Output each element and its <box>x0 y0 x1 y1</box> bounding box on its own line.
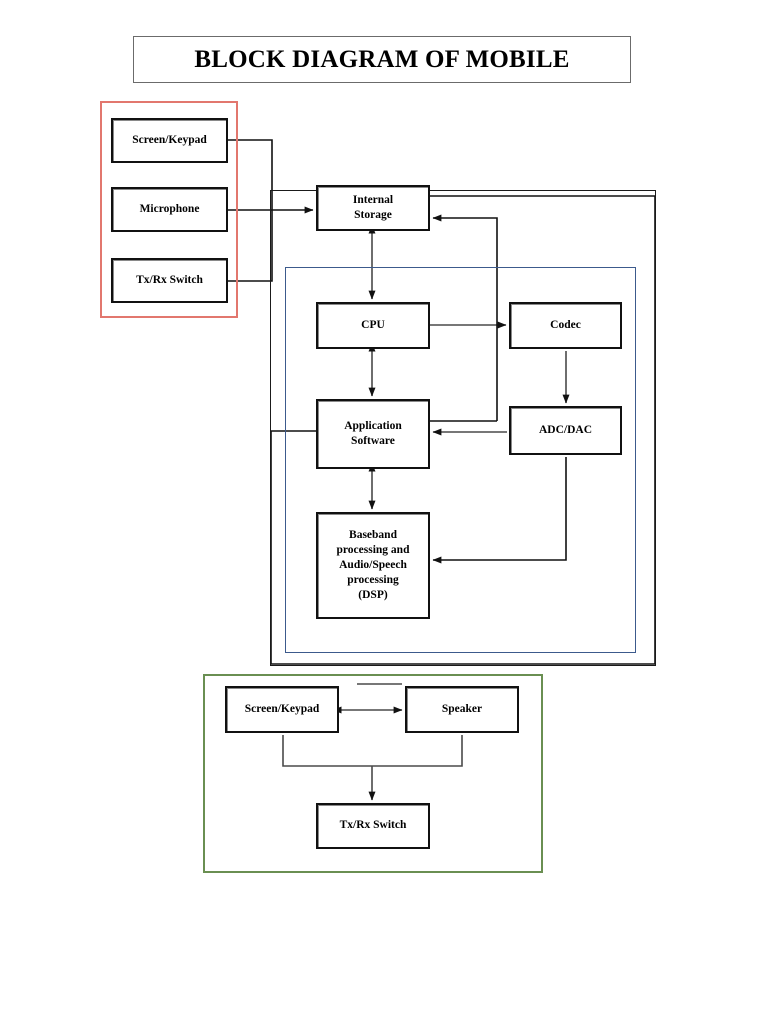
line-tx-rx-switch-out <box>228 210 273 282</box>
block-baseband-dsp[interactable]: Baseband processing and Audio/Speech pro… <box>316 512 430 619</box>
block-adc-dac-label: ADC/DAC <box>538 423 593 436</box>
block-application-software-label: Application Software <box>344 419 402 447</box>
page-title: BLOCK DIAGRAM OF MOBILE <box>194 45 570 73</box>
block-internal-storage-label: Internal Storage <box>352 193 394 221</box>
block-screen-keypad-output-label: Screen/Keypad <box>244 702 320 715</box>
block-tx-rx-switch-input-label: Tx/Rx Switch <box>136 273 203 286</box>
block-microphone[interactable]: Microphone <box>111 187 228 232</box>
device-outer-group <box>270 190 656 666</box>
block-codec[interactable]: Codec <box>509 302 622 349</box>
block-baseband-dsp-label: Baseband processing and Audio/Speech pro… <box>336 528 410 602</box>
block-cpu-label: CPU <box>361 318 385 331</box>
block-speaker[interactable]: Speaker <box>405 686 519 733</box>
block-application-software[interactable]: Application Software <box>316 399 430 469</box>
block-tx-rx-switch-output-label: Tx/Rx Switch <box>339 819 407 832</box>
output-peripherals-group <box>203 674 543 873</box>
line-screen-keypad-out <box>228 139 273 210</box>
diagram-title-box: BLOCK DIAGRAM OF MOBILE <box>133 36 631 83</box>
block-adc-dac[interactable]: ADC/DAC <box>509 406 622 455</box>
block-screen-keypad-output[interactable]: Screen/Keypad <box>225 686 339 733</box>
line-application-software-to-internal-storage <box>432 214 498 421</box>
block-codec-label: Codec <box>550 318 581 331</box>
input-peripherals-group <box>100 101 238 318</box>
block-tx-rx-switch-output[interactable]: Tx/Rx Switch <box>316 803 430 849</box>
block-tx-rx-switch-input[interactable]: Tx/Rx Switch <box>111 258 228 303</box>
line-internal-storage-outer-loop <box>270 195 656 665</box>
block-screen-keypad-input-label: Screen/Keypad <box>132 133 207 146</box>
processing-inner-group <box>285 267 636 653</box>
block-internal-storage[interactable]: Internal Storage <box>316 185 430 231</box>
block-screen-keypad-input[interactable]: Screen/Keypad <box>111 118 228 163</box>
block-cpu[interactable]: CPU <box>316 302 430 349</box>
block-microphone-label: Microphone <box>139 202 200 215</box>
block-speaker-label: Speaker <box>441 702 483 715</box>
line-adc-dac-to-baseband-dsp <box>432 457 567 564</box>
